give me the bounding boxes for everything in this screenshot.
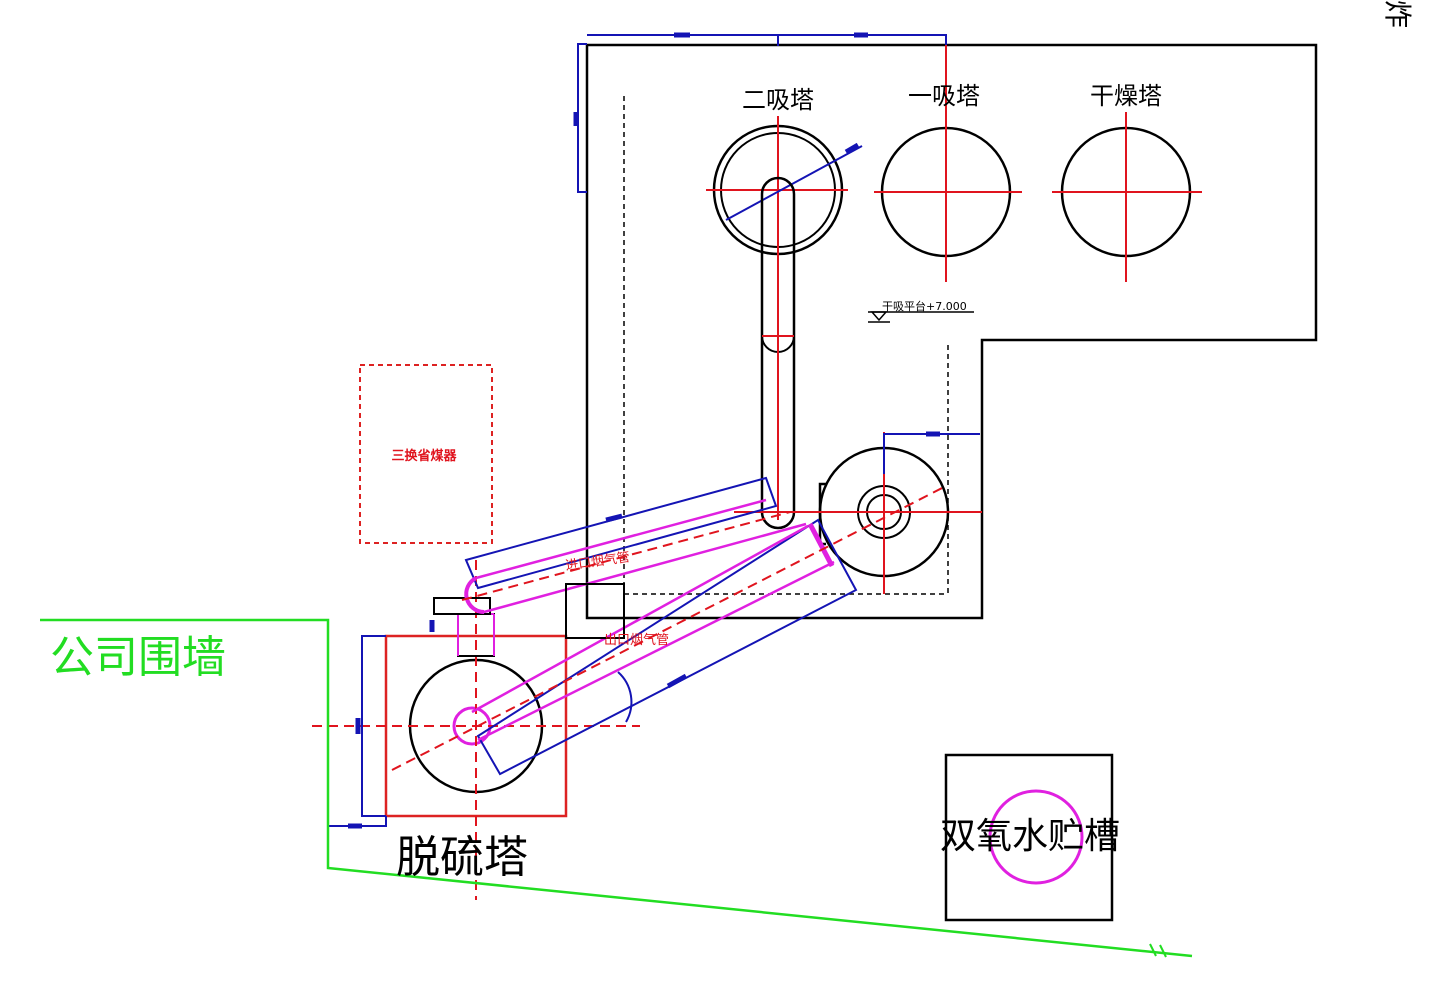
label-tower-absorb-1: 一吸塔 — [908, 82, 980, 110]
building-dashed-lines — [623, 96, 949, 595]
peroxide-tank — [944, 753, 1114, 922]
label-platform-elevation: 干吸平台+7.000 — [882, 299, 967, 313]
main-building-outline — [585, 43, 1318, 620]
elevation-marker — [868, 311, 974, 323]
label-company-wall: 公司围墙 — [50, 632, 226, 683]
outlet-flue-pipe — [391, 485, 947, 776]
label-corner-char: 炸 — [1381, 0, 1414, 28]
vertical-duct — [760, 176, 796, 530]
label-economizer: 三换省煤器 — [391, 448, 457, 464]
tower-absorb-1 — [874, 45, 1022, 282]
company-wall-line — [40, 618, 1193, 958]
top-supports — [573, 32, 947, 193]
label-peroxide-tank: 双氧水贮槽 — [940, 816, 1120, 857]
tower-absorb-2 — [706, 116, 863, 256]
pipe-junction-box — [565, 583, 625, 639]
label-outlet-flue-pipe: 出口烟气管 — [604, 632, 669, 648]
inlet-elbow-box — [429, 597, 495, 657]
economizer-box — [359, 364, 493, 544]
label-desulfurization-tower: 脱硫塔 — [396, 832, 528, 883]
inlet-flue-pipe — [461, 476, 807, 614]
fan-unit — [734, 431, 982, 594]
tower-dry — [1052, 112, 1202, 282]
label-tower-absorb-2: 二吸塔 — [742, 86, 814, 114]
label-tower-dry: 干燥塔 — [1090, 82, 1162, 110]
